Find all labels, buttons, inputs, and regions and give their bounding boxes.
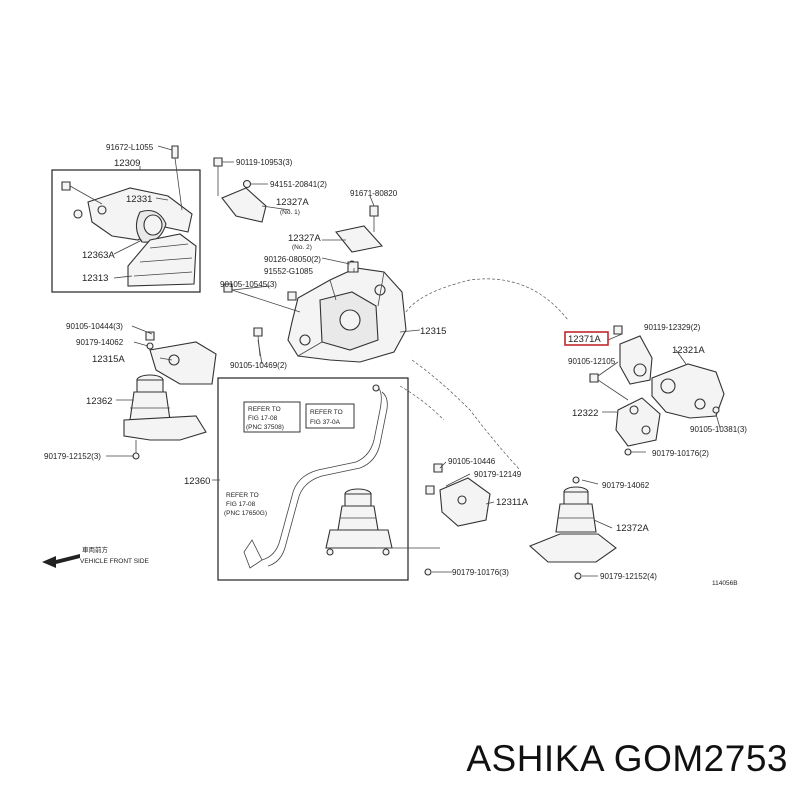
group-box-12360 bbox=[217, 377, 409, 581]
bracket-12311a-part bbox=[425, 463, 491, 527]
label-91672-L1055: 91672-L1055 bbox=[106, 143, 154, 152]
bracket-12321a-part bbox=[651, 363, 725, 419]
engine-mount-12362-part bbox=[123, 374, 207, 460]
label-12331: 12331 bbox=[126, 194, 152, 205]
group-box-12309 bbox=[51, 169, 201, 293]
label-no2: (No. 2) bbox=[292, 244, 312, 251]
label-91671-80820: 91671-80820 bbox=[350, 189, 398, 198]
bracket-12327a-no2-part bbox=[335, 205, 384, 268]
bracket-12315a-part bbox=[145, 331, 217, 385]
bracket-12371a-part bbox=[613, 325, 653, 385]
bolt-91672-part bbox=[171, 145, 183, 211]
label-90105-10381: 90105-10381(3) bbox=[690, 425, 747, 434]
direction-label-jp: 車両前方 bbox=[82, 545, 109, 554]
ref-box-1-line-3: (PNC 37508) bbox=[246, 424, 284, 431]
bracket-12322-part bbox=[589, 373, 661, 456]
label-12327A-no1: 12327A bbox=[276, 197, 309, 208]
label-90179-14062-b: 90179-14062 bbox=[602, 481, 650, 490]
label-12311A: 12311A bbox=[496, 497, 529, 508]
part-labels: 91672-L1055 12309 12331 12363A 12313 901… bbox=[44, 143, 747, 587]
label-90179-10176-b: 90179-10176(3) bbox=[452, 568, 509, 577]
label-91552-G1085: 91552-G1085 bbox=[264, 267, 313, 276]
ref-box-3-line-1: REFER TO bbox=[226, 492, 259, 499]
ref-box-3-line-2: FIG 17-08 bbox=[226, 501, 256, 508]
bracket-12313-part bbox=[127, 233, 197, 287]
label-12327A-no2: 12327A bbox=[288, 233, 321, 244]
label-90179-10176-a: 90179-10176(2) bbox=[652, 449, 709, 458]
bolt-12363a-part bbox=[61, 181, 103, 219]
ref-box-1-line-2: FIG 17-08 bbox=[248, 415, 278, 422]
label-90179-14062-a: 90179-14062 bbox=[76, 338, 124, 347]
label-90105-10444: 90105-10444(3) bbox=[66, 322, 123, 331]
label-12315A: 12315A bbox=[92, 354, 125, 365]
engine-mount-center-part bbox=[325, 488, 393, 556]
label-12360: 12360 bbox=[184, 476, 210, 487]
label-12362: 12362 bbox=[86, 396, 112, 407]
label-12371A: 12371A bbox=[568, 334, 601, 345]
label-94151-20841: 94151-20841(2) bbox=[270, 180, 327, 189]
label-no1: (No. 1) bbox=[280, 209, 300, 216]
label-12313: 12313 bbox=[82, 273, 108, 284]
label-90179-12152-b: 90179-12152(4) bbox=[600, 572, 657, 581]
vehicle-front-direction-arrow: 車両前方 VEHICLE FRONT SIDE bbox=[42, 545, 150, 568]
bolt-90105-10545-part bbox=[223, 283, 301, 313]
label-90179-12149: 90179-12149 bbox=[474, 470, 522, 479]
label-90105-10545: 90105-10545(3) bbox=[220, 280, 277, 289]
ref-box-1: REFER TO FIG 17-08 (PNC 37508) bbox=[243, 401, 301, 433]
ref-box-2-line-2: FIG 37-0A bbox=[310, 419, 341, 426]
ref-box-3: REFER TO FIG 17-08 (PNC 17650G) bbox=[224, 492, 267, 517]
leader-lines bbox=[106, 145, 721, 577]
bracket-12327a-no1-part bbox=[213, 157, 267, 223]
ref-box-1-line-1: REFER TO bbox=[248, 406, 281, 413]
label-12309: 12309 bbox=[114, 158, 140, 169]
footer-product-code: ASHIKA GOM2753 bbox=[466, 738, 788, 779]
ref-box-3-line-3: (PNC 17650G) bbox=[224, 510, 267, 517]
bolt-90105-10469-part bbox=[253, 327, 263, 357]
label-90105-10446-b: 90105-10446 bbox=[448, 457, 496, 466]
ref-box-2: REFER TO FIG 37-0A bbox=[305, 403, 355, 429]
vehicle-body-outline bbox=[399, 278, 569, 471]
label-12322: 12322 bbox=[572, 408, 598, 419]
label-90105-10469: 90105-10469(2) bbox=[230, 361, 287, 370]
label-12321A: 12321A bbox=[672, 345, 705, 356]
figure-id: 114056B bbox=[712, 580, 738, 587]
ref-box-2-line-1: REFER TO bbox=[310, 409, 343, 416]
engine-mount-12372a-part bbox=[528, 476, 617, 580]
label-12372A: 12372A bbox=[616, 523, 649, 534]
engine-mount-bracket-12315-part bbox=[287, 261, 407, 363]
label-90105-12105: 90105-12105 bbox=[568, 357, 616, 366]
label-90119-12329: 90119-12329(2) bbox=[644, 323, 701, 332]
label-90126-08050: 90126-08050(2) bbox=[264, 255, 321, 264]
bracket-12331-part bbox=[87, 187, 193, 243]
nut-90179-10176-part bbox=[424, 568, 432, 576]
highlight-box-12371a bbox=[564, 331, 609, 346]
direction-label-en: VEHICLE FRONT SIDE bbox=[80, 558, 150, 565]
hose-assembly-part bbox=[243, 384, 388, 569]
label-12363A: 12363A bbox=[82, 250, 115, 261]
label-90119-10953: 90119-10953(3) bbox=[236, 158, 293, 167]
label-90179-12152-a: 90179-12152(3) bbox=[44, 452, 101, 461]
label-12315: 12315 bbox=[420, 326, 446, 337]
